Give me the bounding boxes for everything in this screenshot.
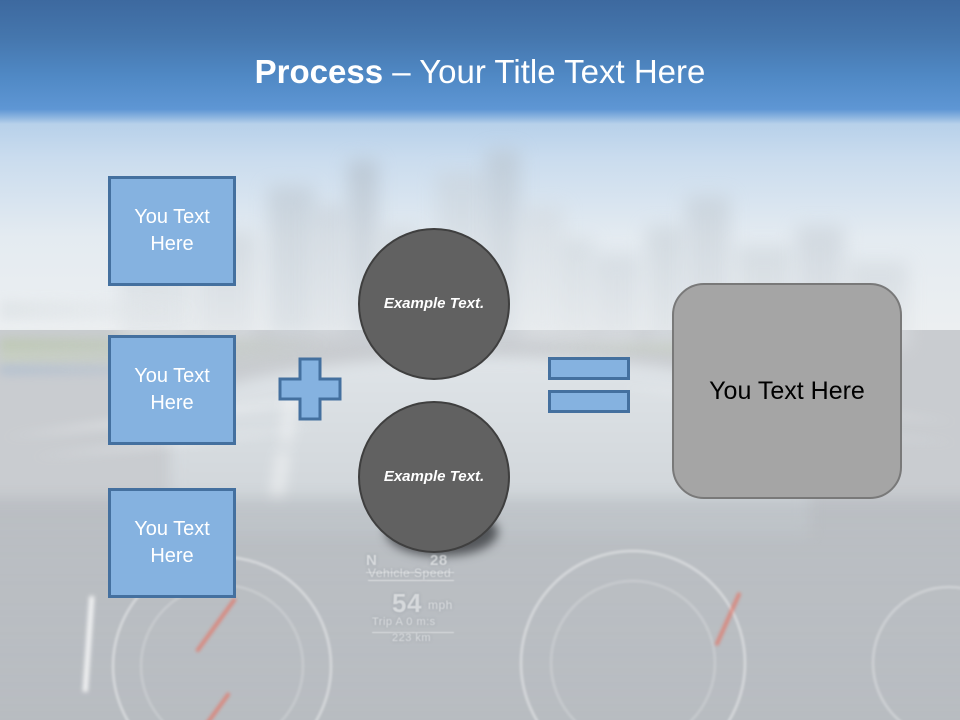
input-box-2-label: You Text Here xyxy=(134,365,210,414)
cluster-readout-label: Vehicle Speed xyxy=(368,566,452,580)
cluster-gear-indicator: N xyxy=(366,552,378,569)
equals-icon[interactable] xyxy=(548,357,630,413)
page-title-separator: – xyxy=(383,53,420,90)
page-title: Process – Your Title Text Here xyxy=(0,52,960,92)
page-title-rest: Your Title Text Here xyxy=(419,53,706,90)
page-title-bold: Process xyxy=(254,53,384,90)
example-circle-1-label: Example Text. xyxy=(383,295,485,312)
cluster-divider xyxy=(366,572,454,573)
skyline-building xyxy=(594,254,640,346)
input-box-1[interactable]: You Text Here xyxy=(108,176,236,286)
result-card[interactable]: You Text Here xyxy=(672,283,902,499)
cluster-range-line: 223 km xyxy=(392,632,432,644)
gauge-ring-right-inner xyxy=(550,580,716,720)
example-circle-2-label: Example Text. xyxy=(383,468,485,485)
input-box-3-label: You Text Here xyxy=(134,518,210,567)
header-band xyxy=(0,0,960,124)
skyline-building xyxy=(560,238,594,344)
plus-icon[interactable] xyxy=(278,357,342,421)
skyline-building xyxy=(520,206,564,342)
equals-bar-top xyxy=(548,357,630,380)
cluster-speed-unit: mph xyxy=(428,598,453,612)
result-card-label: You Text Here xyxy=(709,377,865,405)
cluster-outside-temp: 28 xyxy=(430,552,448,569)
motion-streak xyxy=(0,300,200,320)
cluster-speed-value: 54 xyxy=(392,588,422,618)
example-circle-1[interactable]: Example Text. xyxy=(358,228,510,380)
cluster-divider xyxy=(368,580,454,581)
input-box-1-label: You Text Here xyxy=(134,206,210,255)
cluster-divider xyxy=(372,632,454,633)
skyline-building xyxy=(312,205,346,337)
cluster-trip-line: Trip A 0 m:s xyxy=(372,616,436,628)
example-circle-2[interactable]: Example Text. xyxy=(358,401,510,553)
input-box-2[interactable]: You Text Here xyxy=(108,335,236,445)
equals-bar-bottom xyxy=(548,390,630,413)
input-box-3[interactable]: You Text Here xyxy=(108,488,236,598)
skyline-building xyxy=(268,186,314,336)
